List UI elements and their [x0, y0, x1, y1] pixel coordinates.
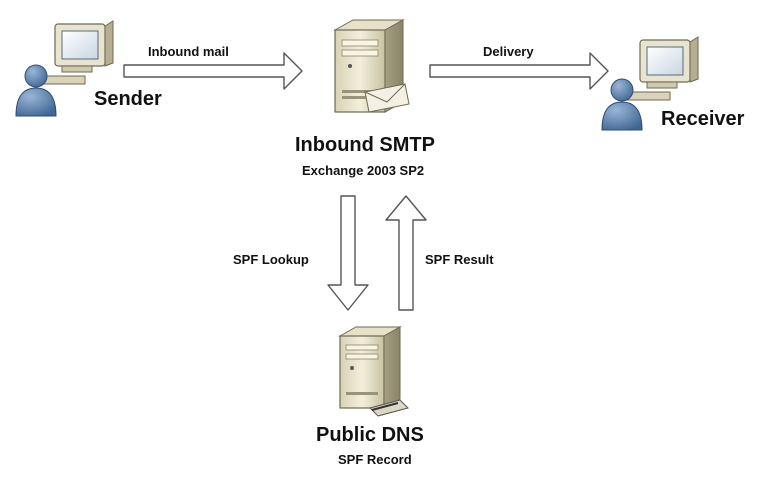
- sender-icon: [15, 20, 114, 117]
- receiver-icon: [601, 36, 699, 131]
- smtp-label: Inbound SMTP: [295, 134, 435, 156]
- sender-label: Sender: [94, 88, 162, 110]
- delivery-label: Delivery: [483, 44, 534, 59]
- spf-lookup-arrow: [327, 195, 369, 311]
- delivery-arrow: [429, 52, 609, 90]
- dns-server-icon: [338, 326, 409, 417]
- dns-sublabel: SPF Record: [338, 452, 412, 467]
- inbound-mail-arrow: [123, 52, 303, 90]
- smtp-server-icon: [333, 19, 410, 113]
- spf-result-label: SPF Result: [425, 252, 494, 267]
- spf-result-arrow: [385, 195, 427, 311]
- spf-lookup-label: SPF Lookup: [233, 252, 309, 267]
- smtp-sublabel: Exchange 2003 SP2: [302, 163, 425, 178]
- dns-label: Public DNS: [316, 424, 424, 446]
- inbound-mail-label: Inbound mail: [148, 44, 229, 59]
- receiver-label: Receiver: [661, 108, 745, 130]
